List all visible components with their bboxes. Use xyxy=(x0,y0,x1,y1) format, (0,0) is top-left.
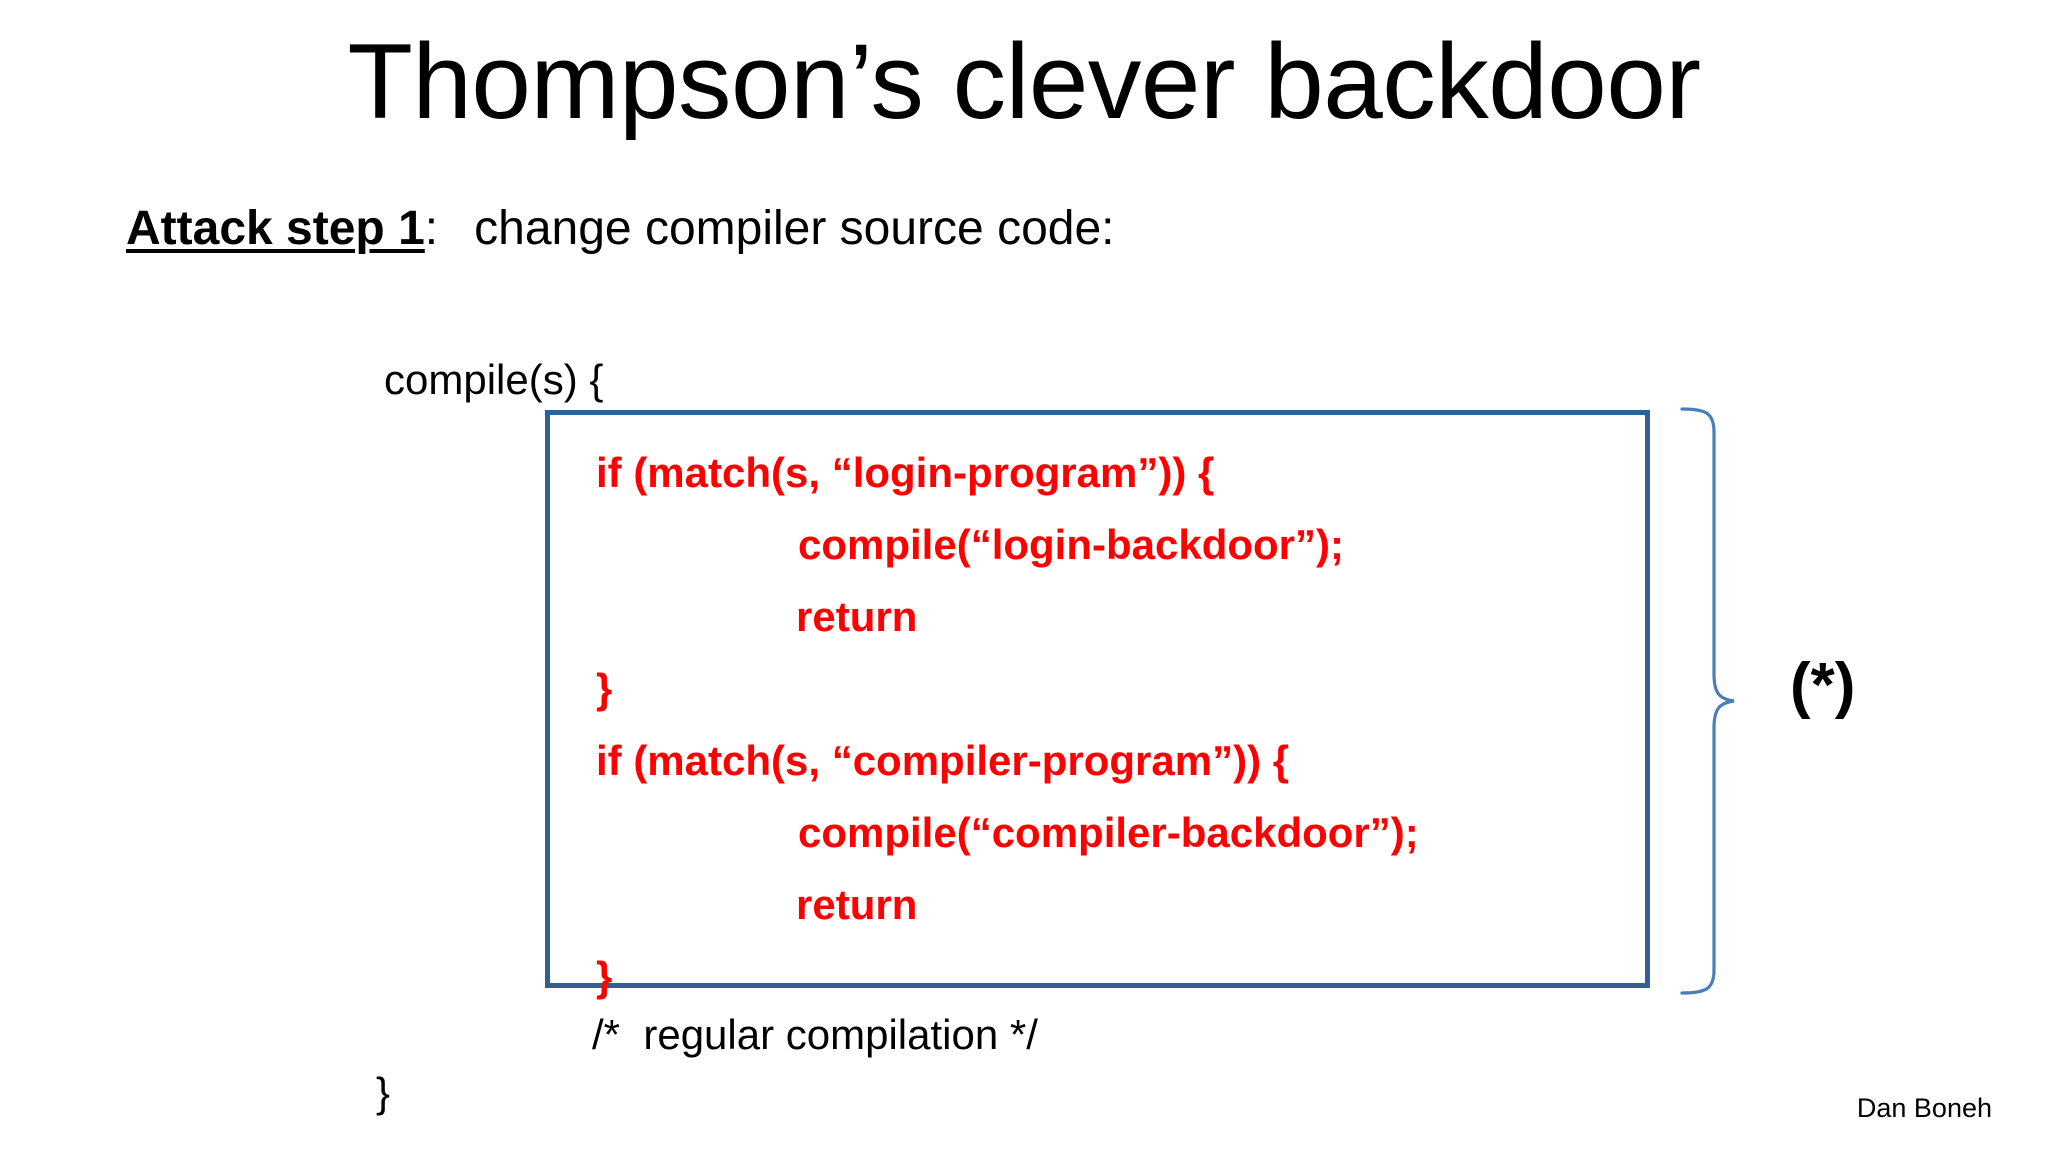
backdoor-line: } xyxy=(596,953,613,1000)
curly-brace-icon xyxy=(1676,406,1756,996)
backdoor-code-lines: if (match(s, “login-program”)) { compile… xyxy=(550,415,1645,1000)
backdoor-line: compile(“login-backdoor”); xyxy=(798,521,1344,568)
backdoor-line: compile(“compiler-backdoor”); xyxy=(798,809,1419,856)
attack-step-label: Attack step 1 xyxy=(126,202,425,255)
backdoor-line: if (match(s, “login-program”)) { xyxy=(596,449,1215,496)
attack-step-description: change compiler source code: xyxy=(474,202,1115,255)
footer-credit: Dan Boneh xyxy=(1856,1093,1992,1123)
backdoor-line: return xyxy=(796,593,918,640)
code-function-close: } xyxy=(376,1069,391,1116)
star-annotation-marker: (*) xyxy=(1790,651,1856,720)
code-function-open: compile(s) { xyxy=(384,356,604,403)
code-regular-compilation-comment: /* regular compilation */ xyxy=(592,1011,1038,1058)
backdoor-line: return xyxy=(796,881,918,928)
backdoor-code-box: if (match(s, “login-program”)) { compile… xyxy=(545,410,1650,1000)
attack-step-line: Attack step 1: change compiler source cod… xyxy=(126,200,1114,258)
attack-step-separator: : xyxy=(424,202,439,255)
backdoor-line: } xyxy=(596,665,613,712)
backdoor-line: if (match(s, “compiler-program”)) { xyxy=(596,737,1290,784)
page-title: Thompson’s clever backdoor xyxy=(347,21,1701,141)
